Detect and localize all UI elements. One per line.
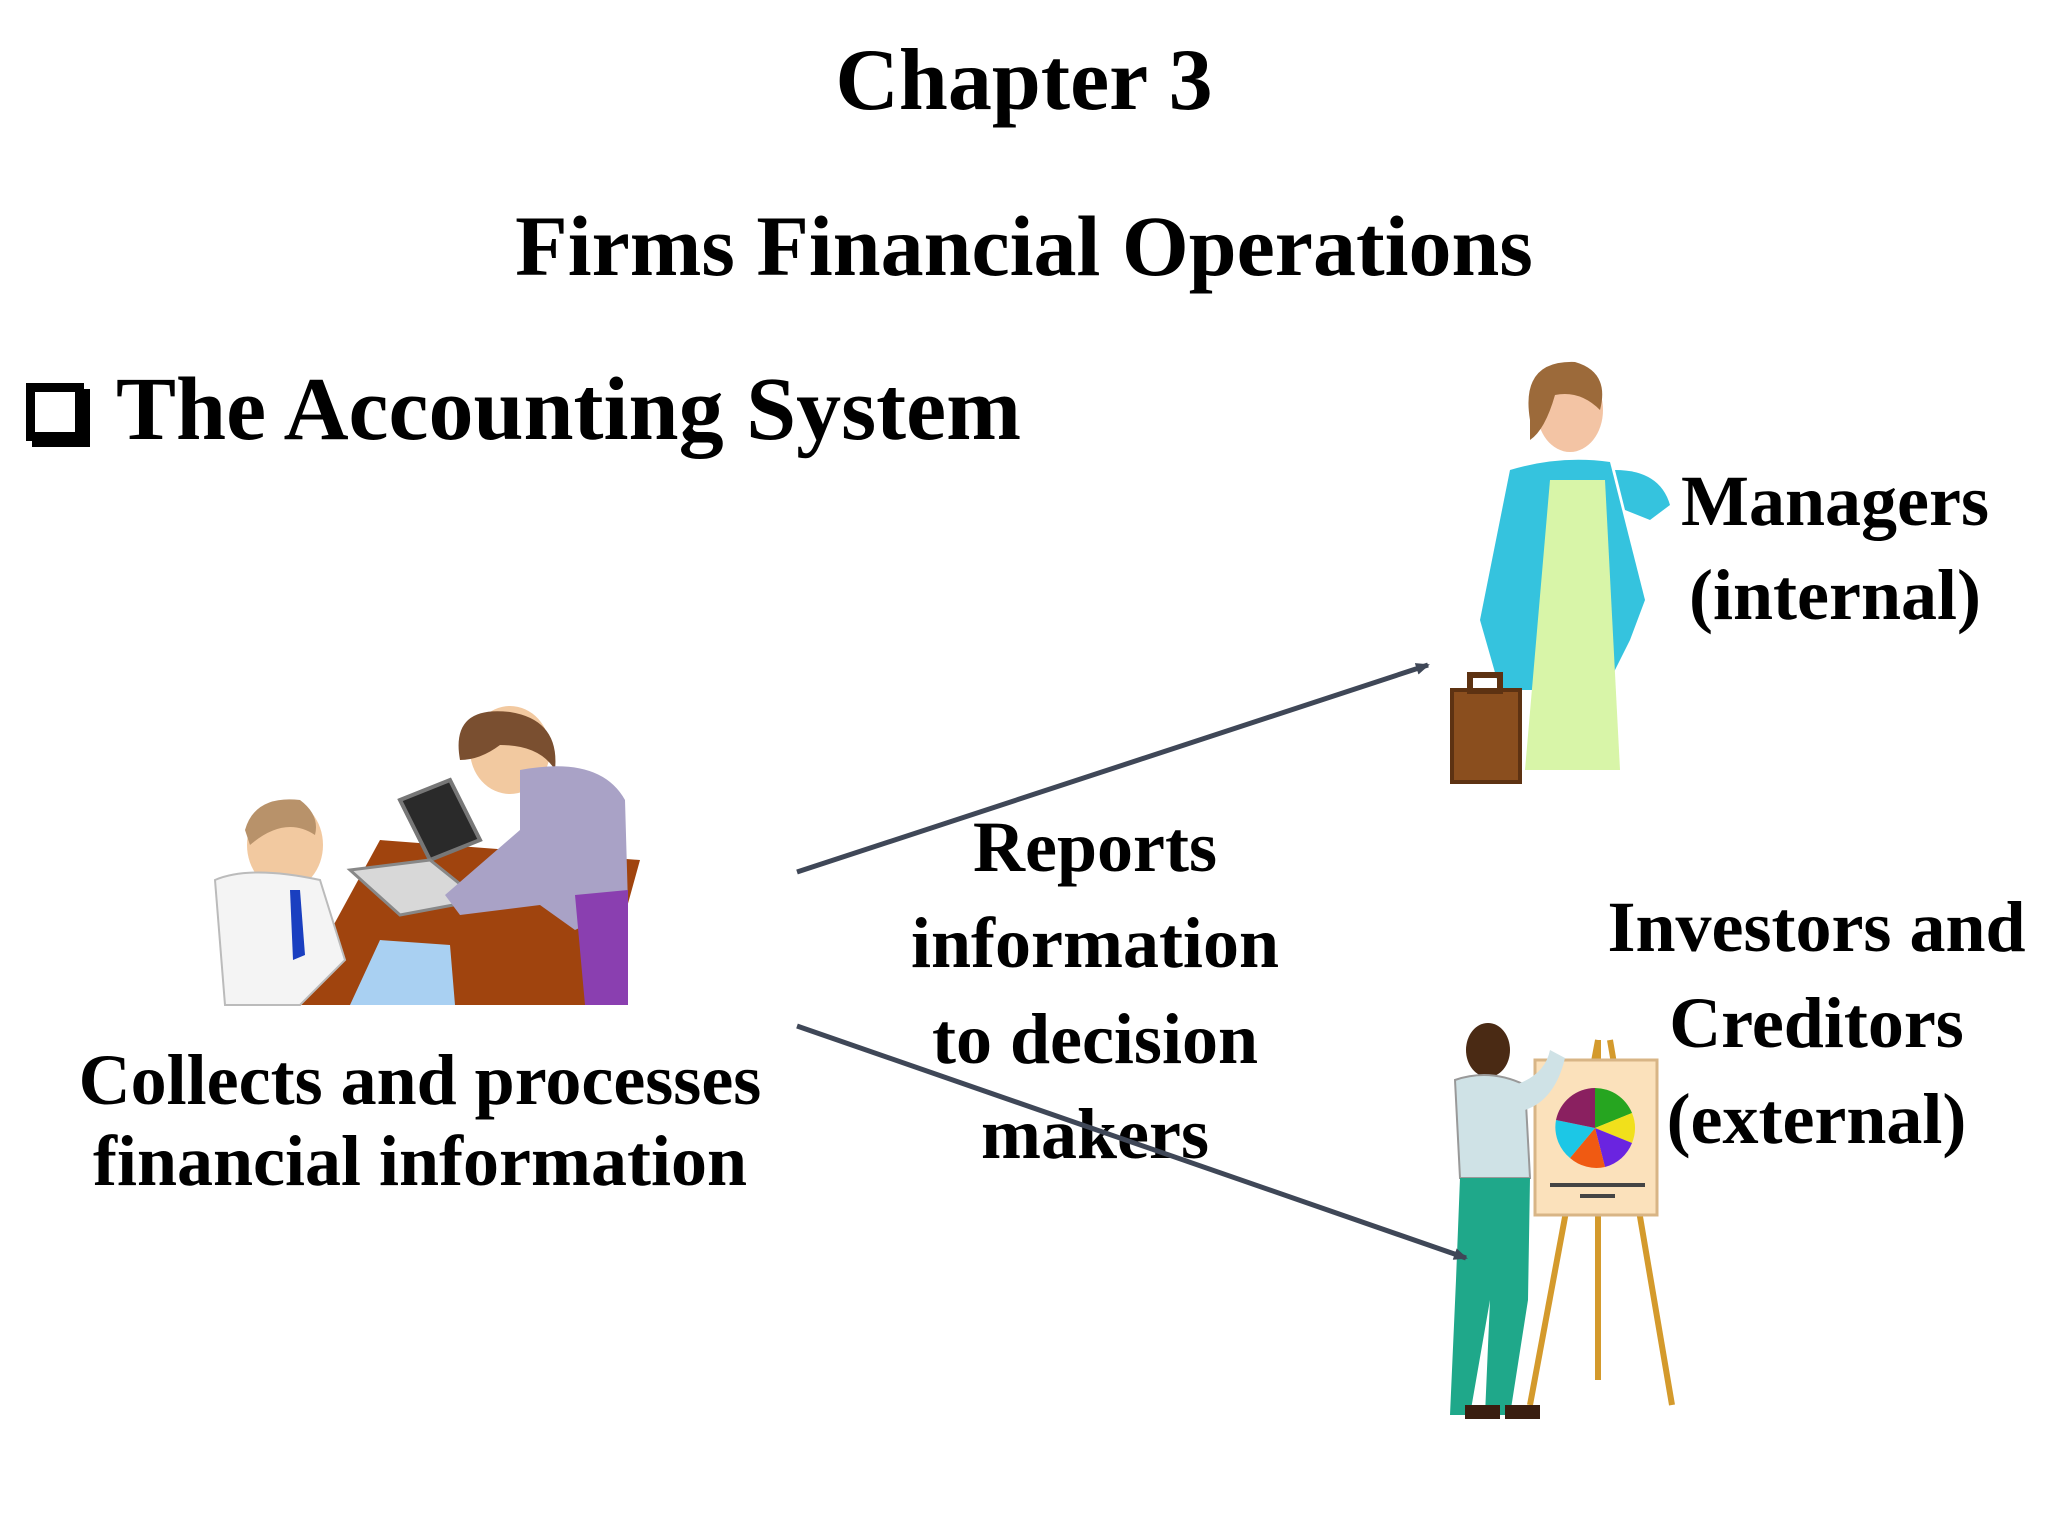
bw-hair [1528,361,1603,440]
presenter-shoe-left [1465,1405,1500,1419]
woman-jacket [445,766,628,930]
bw-briefcase-handle [1467,672,1503,694]
external-target-line-3: (external) [1666,1078,1967,1159]
presenter-easel-clipart [1450,1023,1675,1419]
presenter-pants [1450,1178,1530,1415]
man-tie [290,890,305,960]
presenter-arm [1515,1050,1565,1110]
businesswoman-clipart [1450,361,1670,784]
source-label-line-1: Collects and processes [78,1040,762,1120]
man-shirt [213,871,347,1006]
flow-label-line-2: information [911,902,1279,983]
internal-target-line-2: (internal) [1689,554,1981,635]
presenter-shoe-right [1505,1405,1540,1419]
slide-title: Firms Financial Operations [515,198,1533,294]
bw-briefcase [1450,688,1522,784]
source-label-line-2: financial information [92,1120,747,1201]
woman-skirt [575,890,628,1005]
section-heading: The Accounting System [116,360,1022,459]
paper-sheet [350,940,455,1005]
bw-dress [1525,480,1620,770]
chapter-heading: Chapter 3 [835,32,1213,129]
checkbox-bullet-icon [26,383,84,442]
external-target-line-1: Investors and [1607,887,2026,967]
bw-arm [1615,470,1670,520]
laptop-screen [397,777,483,863]
source-label: Collects and processes financial informa… [30,1040,810,1201]
internal-target-line-1: Managers [1681,461,1989,541]
man-hair [245,799,316,845]
easel-pie-chart [1555,1088,1635,1168]
section-bullet: The Accounting System [26,360,1021,461]
presenter-head [1466,1023,1510,1077]
external-target-label: Investors and Creditors (external) [1585,880,2048,1167]
internal-target-label: Managers (internal) [1650,455,2020,642]
woman-hair [458,711,556,770]
external-target-line-2: Creditors [1669,982,1964,1063]
